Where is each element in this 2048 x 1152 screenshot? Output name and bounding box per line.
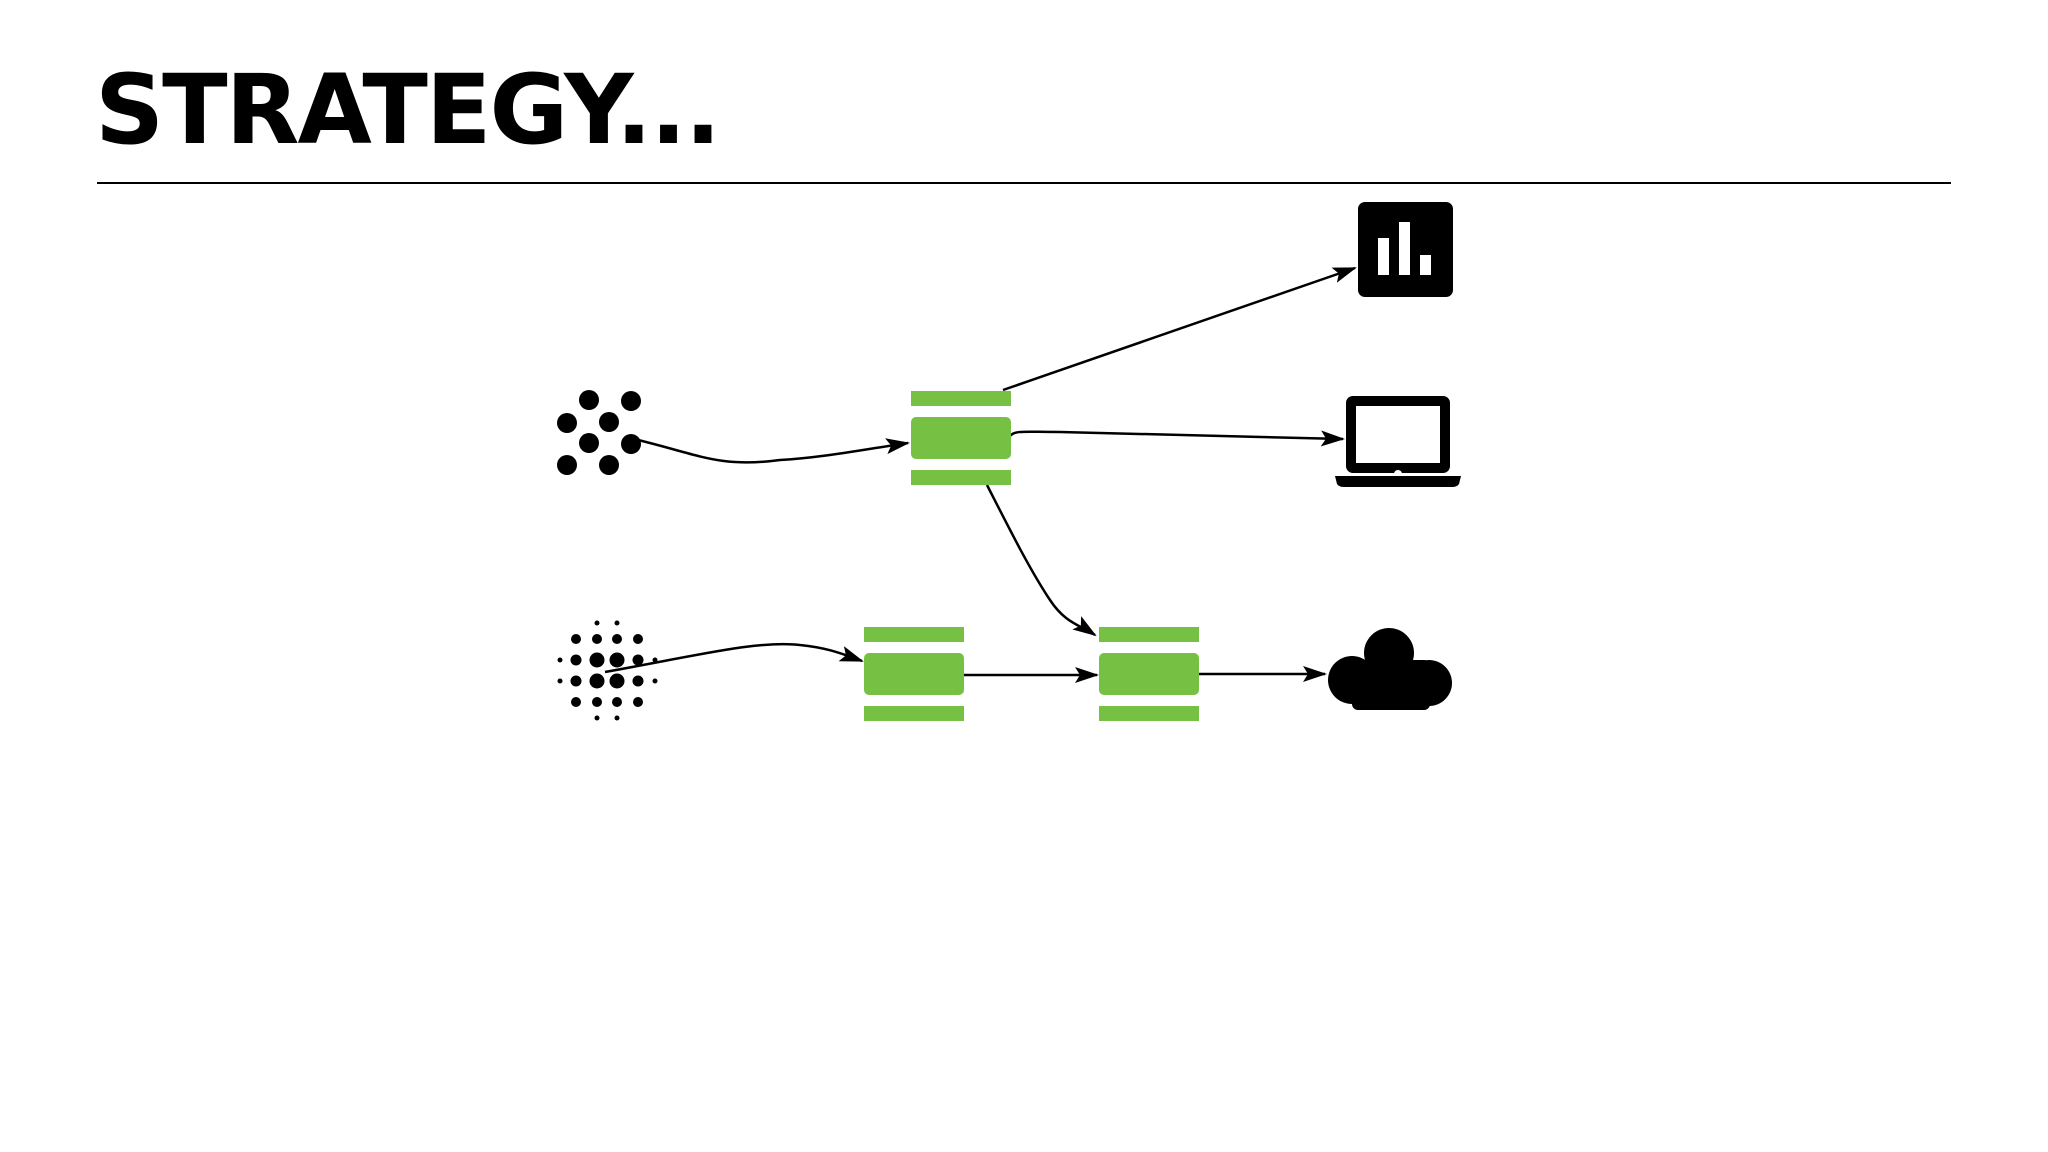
title-divider <box>97 182 1951 184</box>
edge-broker-top-to-laptop <box>1009 430 1345 447</box>
edge-source-small-to-broker-top <box>637 438 910 464</box>
edge-broker-top-to-broker-bottom-right <box>985 484 1097 637</box>
message-queue-icon <box>1099 627 1199 721</box>
scatter-dots-icon <box>557 390 641 475</box>
message-queue-icon <box>864 627 964 721</box>
laptop-icon <box>1335 396 1461 487</box>
edge-broker-top-to-analytics <box>1002 266 1357 392</box>
cloud-icon <box>1328 628 1452 710</box>
bar-chart-icon <box>1358 202 1453 297</box>
edges <box>604 266 1357 683</box>
slide-title: STRATEGY... <box>95 54 721 166</box>
radial-dots-icon <box>557 620 658 721</box>
message-queue-icon <box>911 391 1011 485</box>
edge-source-large-to-broker-bottom-left <box>604 642 864 674</box>
